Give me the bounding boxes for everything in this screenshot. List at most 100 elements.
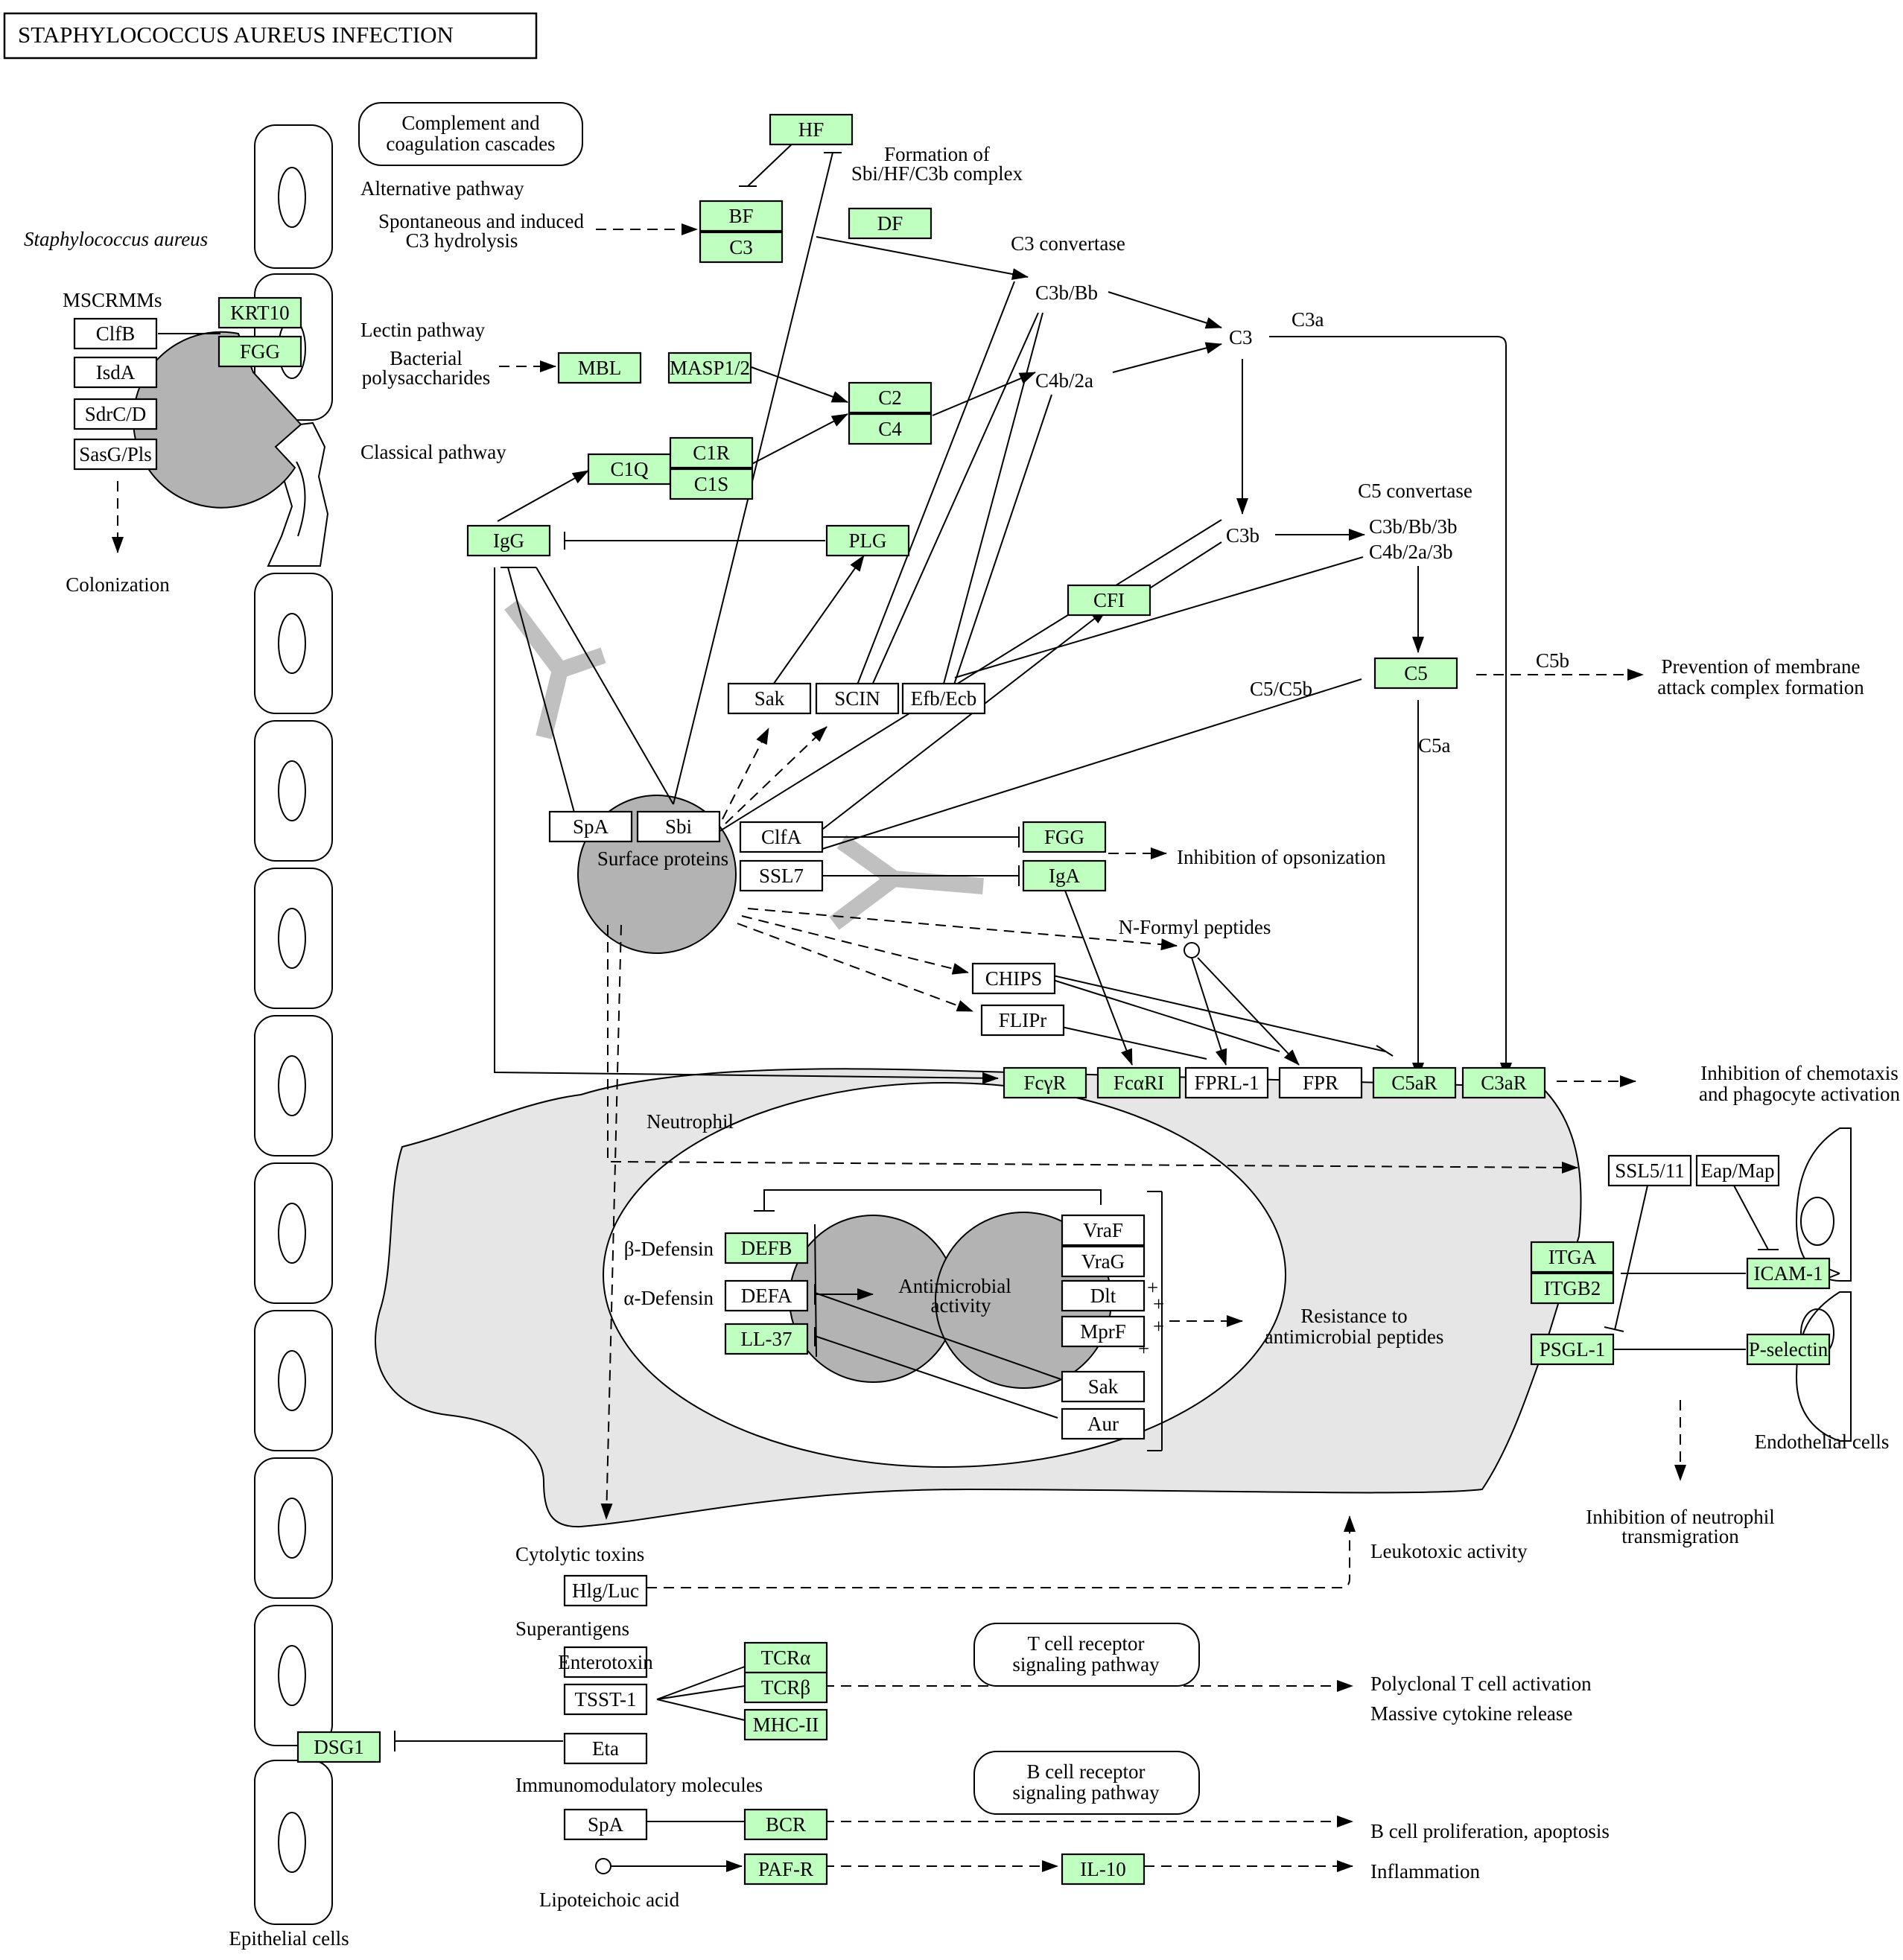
- node-c3ar[interactable]: C3aR: [1461, 1066, 1546, 1099]
- node-efbecb[interactable]: Efb/Ecb: [901, 682, 986, 715]
- node-ssl511[interactable]: SSL5/11: [1607, 1154, 1692, 1187]
- node-vraf[interactable]: VraF: [1061, 1214, 1146, 1247]
- epithelial-cell: [254, 1457, 333, 1599]
- node-defa[interactable]: DEFA: [724, 1279, 809, 1312]
- node-c4[interactable]: C4: [848, 413, 933, 445]
- node-vrag[interactable]: VraG: [1061, 1245, 1146, 1278]
- svg-text:+: +: [1147, 1276, 1158, 1299]
- node-tcra[interactable]: TCRα: [743, 1641, 828, 1674]
- epithelial-nucleus: [278, 1350, 306, 1411]
- node-ll37[interactable]: LL-37: [724, 1323, 809, 1355]
- node-ssl7[interactable]: SSL7: [739, 859, 824, 892]
- node-fgg-mid[interactable]: FGG: [1022, 821, 1107, 853]
- node-chips[interactable]: CHIPS: [971, 962, 1056, 995]
- node-bf[interactable]: BF: [699, 200, 784, 232]
- node-fgg-top[interactable]: FGG: [217, 335, 302, 368]
- bcr-pathway-box[interactable]: B cell receptor signaling pathway: [973, 1751, 1200, 1815]
- tcr-pathway-box[interactable]: T cell receptor signaling pathway: [973, 1623, 1200, 1687]
- node-iga[interactable]: IgA: [1022, 859, 1107, 892]
- svg-text:C3b/Bb/3b: C3b/Bb/3b: [1369, 515, 1458, 538]
- epithelial-nucleus: [278, 613, 306, 674]
- surface-proteins-label: Surface proteins: [597, 847, 728, 870]
- node-c2[interactable]: C2: [848, 381, 933, 414]
- node-c5[interactable]: C5: [1373, 657, 1458, 690]
- svg-text:C5/C5b: C5/C5b: [1250, 678, 1312, 700]
- svg-text:SpA: SpA: [588, 1813, 624, 1836]
- node-pselectin[interactable]: P-selectin: [1746, 1333, 1831, 1366]
- node-df[interactable]: DF: [848, 207, 933, 240]
- node-fcyr[interactable]: FcγR: [1003, 1066, 1087, 1099]
- node-c5ar[interactable]: C5aR: [1372, 1066, 1457, 1099]
- node-sak2[interactable]: Sak: [1061, 1370, 1146, 1403]
- antimicrobial-label-2: activity: [931, 1294, 991, 1317]
- svg-text:MprF: MprF: [1080, 1320, 1126, 1343]
- node-tcrb[interactable]: TCRβ: [743, 1671, 828, 1704]
- svg-text:Aur: Aur: [1087, 1413, 1119, 1435]
- node-dlt[interactable]: Dlt: [1061, 1279, 1146, 1312]
- node-itgb2[interactable]: ITGB2: [1530, 1272, 1615, 1305]
- svg-text:Polyclonal T cell activation: Polyclonal T cell activation: [1370, 1673, 1592, 1695]
- node-aur[interactable]: Aur: [1061, 1407, 1146, 1440]
- node-scin[interactable]: SCIN: [815, 682, 900, 715]
- node-c1r[interactable]: C1R: [669, 436, 754, 469]
- svg-text:C3: C3: [1229, 326, 1253, 349]
- node-pafr[interactable]: PAF-R: [743, 1853, 828, 1886]
- edges: [394, 140, 1779, 1874]
- node-sak[interactable]: Sak: [727, 682, 812, 715]
- svg-text:FGG: FGG: [240, 340, 280, 363]
- node-psgl1[interactable]: PSGL-1: [1530, 1333, 1615, 1366]
- node-mbl[interactable]: MBL: [557, 351, 642, 384]
- node-defb[interactable]: DEFB: [724, 1232, 809, 1264]
- node-eapmap[interactable]: Eap/Map: [1695, 1154, 1780, 1187]
- node-isda[interactable]: IsdA: [73, 356, 158, 389]
- node-mhcii[interactable]: MHC-II: [743, 1708, 828, 1741]
- node-clfa[interactable]: ClfA: [739, 821, 824, 853]
- svg-text:B cell proliferation, apoptosi: B cell proliferation, apoptosis: [1370, 1820, 1610, 1842]
- epithelial-cells-label: Epithelial cells: [229, 1927, 349, 1950]
- node-c1s[interactable]: C1S: [669, 468, 754, 500]
- node-bcr[interactable]: BCR: [743, 1808, 828, 1841]
- node-mprf[interactable]: MprF: [1061, 1315, 1146, 1348]
- node-spa2[interactable]: SpA: [563, 1808, 648, 1841]
- node-flipr[interactable]: FLIPr: [980, 1004, 1065, 1037]
- complement-map-box[interactable]: Complement and coagulation cascades: [358, 102, 583, 166]
- node-sasgpls[interactable]: SasG/Pls: [73, 438, 158, 471]
- node-spa[interactable]: SpA: [548, 810, 633, 843]
- node-tsst1[interactable]: TSST-1: [563, 1683, 648, 1716]
- node-icam1[interactable]: ICAM-1: [1746, 1257, 1831, 1290]
- node-fpr[interactable]: FPR: [1278, 1066, 1363, 1099]
- node-hlgluc[interactable]: Hlg/Luc: [563, 1574, 648, 1607]
- node-dsg1[interactable]: DSG1: [296, 1731, 381, 1763]
- svg-text:C2: C2: [878, 386, 902, 409]
- svg-text:Sak: Sak: [754, 687, 785, 710]
- node-sdrcd[interactable]: SdrC/D: [73, 398, 158, 430]
- epithelial-cell: [254, 1605, 333, 1746]
- endothelial-cells: Endothelial cells: [1755, 1127, 1889, 1453]
- node-c3[interactable]: C3: [699, 231, 784, 264]
- node-sbi[interactable]: Sbi: [636, 810, 721, 843]
- epithelial-nucleus: [278, 1203, 306, 1264]
- svg-text:C3a: C3a: [1292, 308, 1324, 331]
- epithelial-cell: [254, 1015, 333, 1156]
- node-igg[interactable]: IgG: [466, 524, 551, 557]
- svg-text:BF: BF: [728, 205, 753, 227]
- node-il10[interactable]: IL-10: [1061, 1853, 1146, 1886]
- svg-text:TCRα: TCRα: [761, 1646, 811, 1669]
- svg-text:DEFB: DEFB: [740, 1237, 792, 1259]
- svg-text:C4b/2a/3b: C4b/2a/3b: [1369, 541, 1453, 563]
- svg-text:FcγR: FcγR: [1024, 1072, 1067, 1094]
- node-fcari[interactable]: FcαRI: [1096, 1066, 1181, 1099]
- svg-text:Sbi: Sbi: [665, 815, 692, 838]
- node-cfi[interactable]: CFI: [1067, 584, 1151, 617]
- node-hf[interactable]: HF: [769, 113, 854, 146]
- node-enterotoxin[interactable]: Enterotoxin: [558, 1646, 653, 1679]
- node-clfb[interactable]: ClfB: [73, 317, 158, 350]
- node-krt10[interactable]: KRT10: [217, 296, 302, 329]
- node-eta[interactable]: Eta: [563, 1732, 648, 1765]
- node-masp12[interactable]: MASP1/2: [667, 351, 752, 384]
- node-itga[interactable]: ITGA: [1530, 1241, 1615, 1273]
- node-fprl1[interactable]: FPRL-1: [1184, 1066, 1269, 1099]
- node-c1q[interactable]: C1Q: [587, 453, 672, 486]
- node-plg[interactable]: PLG: [825, 524, 910, 557]
